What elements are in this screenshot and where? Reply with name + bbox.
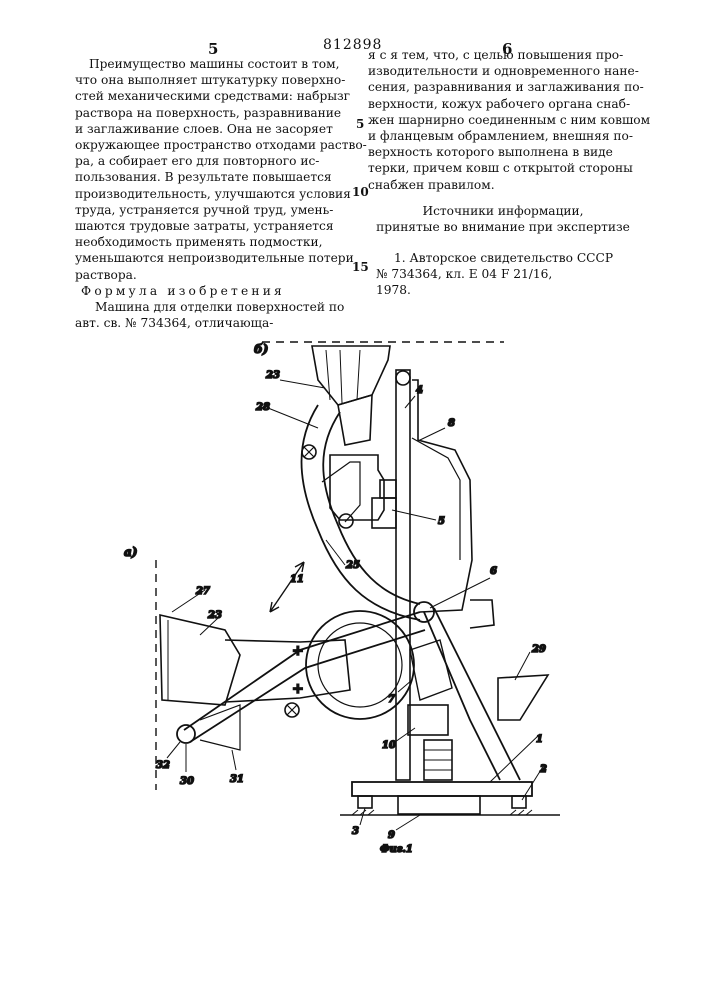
tray-29 xyxy=(498,675,548,720)
plus-mark: + xyxy=(292,681,304,697)
part-label: 8 xyxy=(448,418,455,429)
hopper-neck xyxy=(338,395,372,445)
bucket-31 xyxy=(200,705,240,750)
hopper-ribs xyxy=(326,350,360,403)
part-label: 4 xyxy=(416,385,423,396)
part-label: 2 xyxy=(539,764,547,775)
left-hopper-23 xyxy=(160,615,240,705)
part-label: 27 xyxy=(195,586,210,597)
part-label: 6 xyxy=(490,566,497,577)
working-drum-outer xyxy=(306,611,414,719)
support-10 xyxy=(408,705,448,735)
wheel-left xyxy=(358,796,372,808)
motor-cone xyxy=(322,462,360,522)
motor-housing-upper xyxy=(330,455,384,520)
part-label: 1 xyxy=(536,734,543,745)
strut-left xyxy=(424,612,500,780)
part-label: 32 xyxy=(156,760,170,771)
part-label: 30 xyxy=(180,776,194,787)
view-b-label: б) xyxy=(254,342,268,356)
boom-body xyxy=(225,640,350,702)
column-pulley xyxy=(396,371,410,385)
part-label: 23 xyxy=(207,610,222,621)
frame-body xyxy=(412,380,472,612)
part-label: 7 xyxy=(388,694,395,705)
view-a-label: а) xyxy=(124,545,137,559)
plus-mark: + xyxy=(292,643,304,659)
part-label: 25 xyxy=(345,560,360,571)
part-label: 3 xyxy=(352,826,359,837)
lever-7 xyxy=(410,640,452,700)
strut-right xyxy=(434,608,520,780)
frame-inner xyxy=(412,438,460,560)
part-label: 10 xyxy=(382,740,396,751)
part-label: 9 xyxy=(388,830,395,841)
base-platform xyxy=(352,782,532,796)
direction-arrow-11 xyxy=(270,562,304,612)
part-label: 5 xyxy=(438,516,445,527)
part-label: 28 xyxy=(255,402,270,413)
top-hopper xyxy=(312,346,390,405)
frame-handle xyxy=(470,600,494,628)
figure-caption: Фиг.1 xyxy=(380,844,413,855)
part-label: 11 xyxy=(290,574,304,585)
part-label: 23 xyxy=(265,370,280,381)
motor-cap xyxy=(380,480,396,498)
part-label: 31 xyxy=(230,774,244,785)
part-label: 29 xyxy=(531,644,546,655)
base-box-9 xyxy=(398,796,480,814)
